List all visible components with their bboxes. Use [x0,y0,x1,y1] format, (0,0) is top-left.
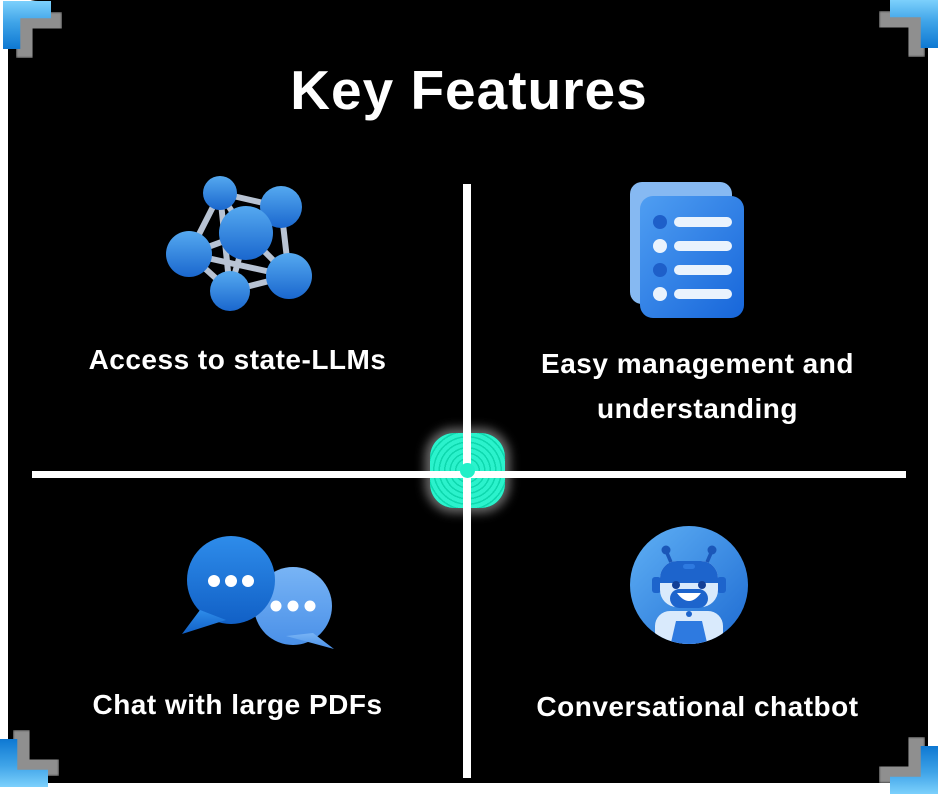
label-top-right-line1: Easy management and [541,348,854,379]
bracket-shadow [879,11,925,57]
robot-assistant-icon [627,523,751,652]
target-center-dot [460,463,475,478]
document-list-icon [622,180,754,325]
corner-bracket-bottom-right [876,732,938,794]
chat-bubbles-icon [168,518,346,665]
label-top-left: Access to state-LLMs [88,344,387,375]
bracket-shadow [16,12,62,58]
label-top-right: Easy management and understanding [467,341,928,431]
label-top-right-line2: understanding [597,393,798,424]
corner-bracket-top-right [876,0,938,62]
bracket-shadow [13,730,59,776]
label-bottom-left: Chat with large PDFs [92,689,383,720]
corner-bracket-top-left [3,1,65,63]
bracket-shadow [879,737,925,783]
corner-bracket-bottom-left [0,725,62,787]
vertical-divider [463,184,471,778]
label-bottom-right: Conversational chatbot [536,691,859,722]
page-title: Key Features [290,59,648,121]
network-graph-icon [150,163,328,320]
